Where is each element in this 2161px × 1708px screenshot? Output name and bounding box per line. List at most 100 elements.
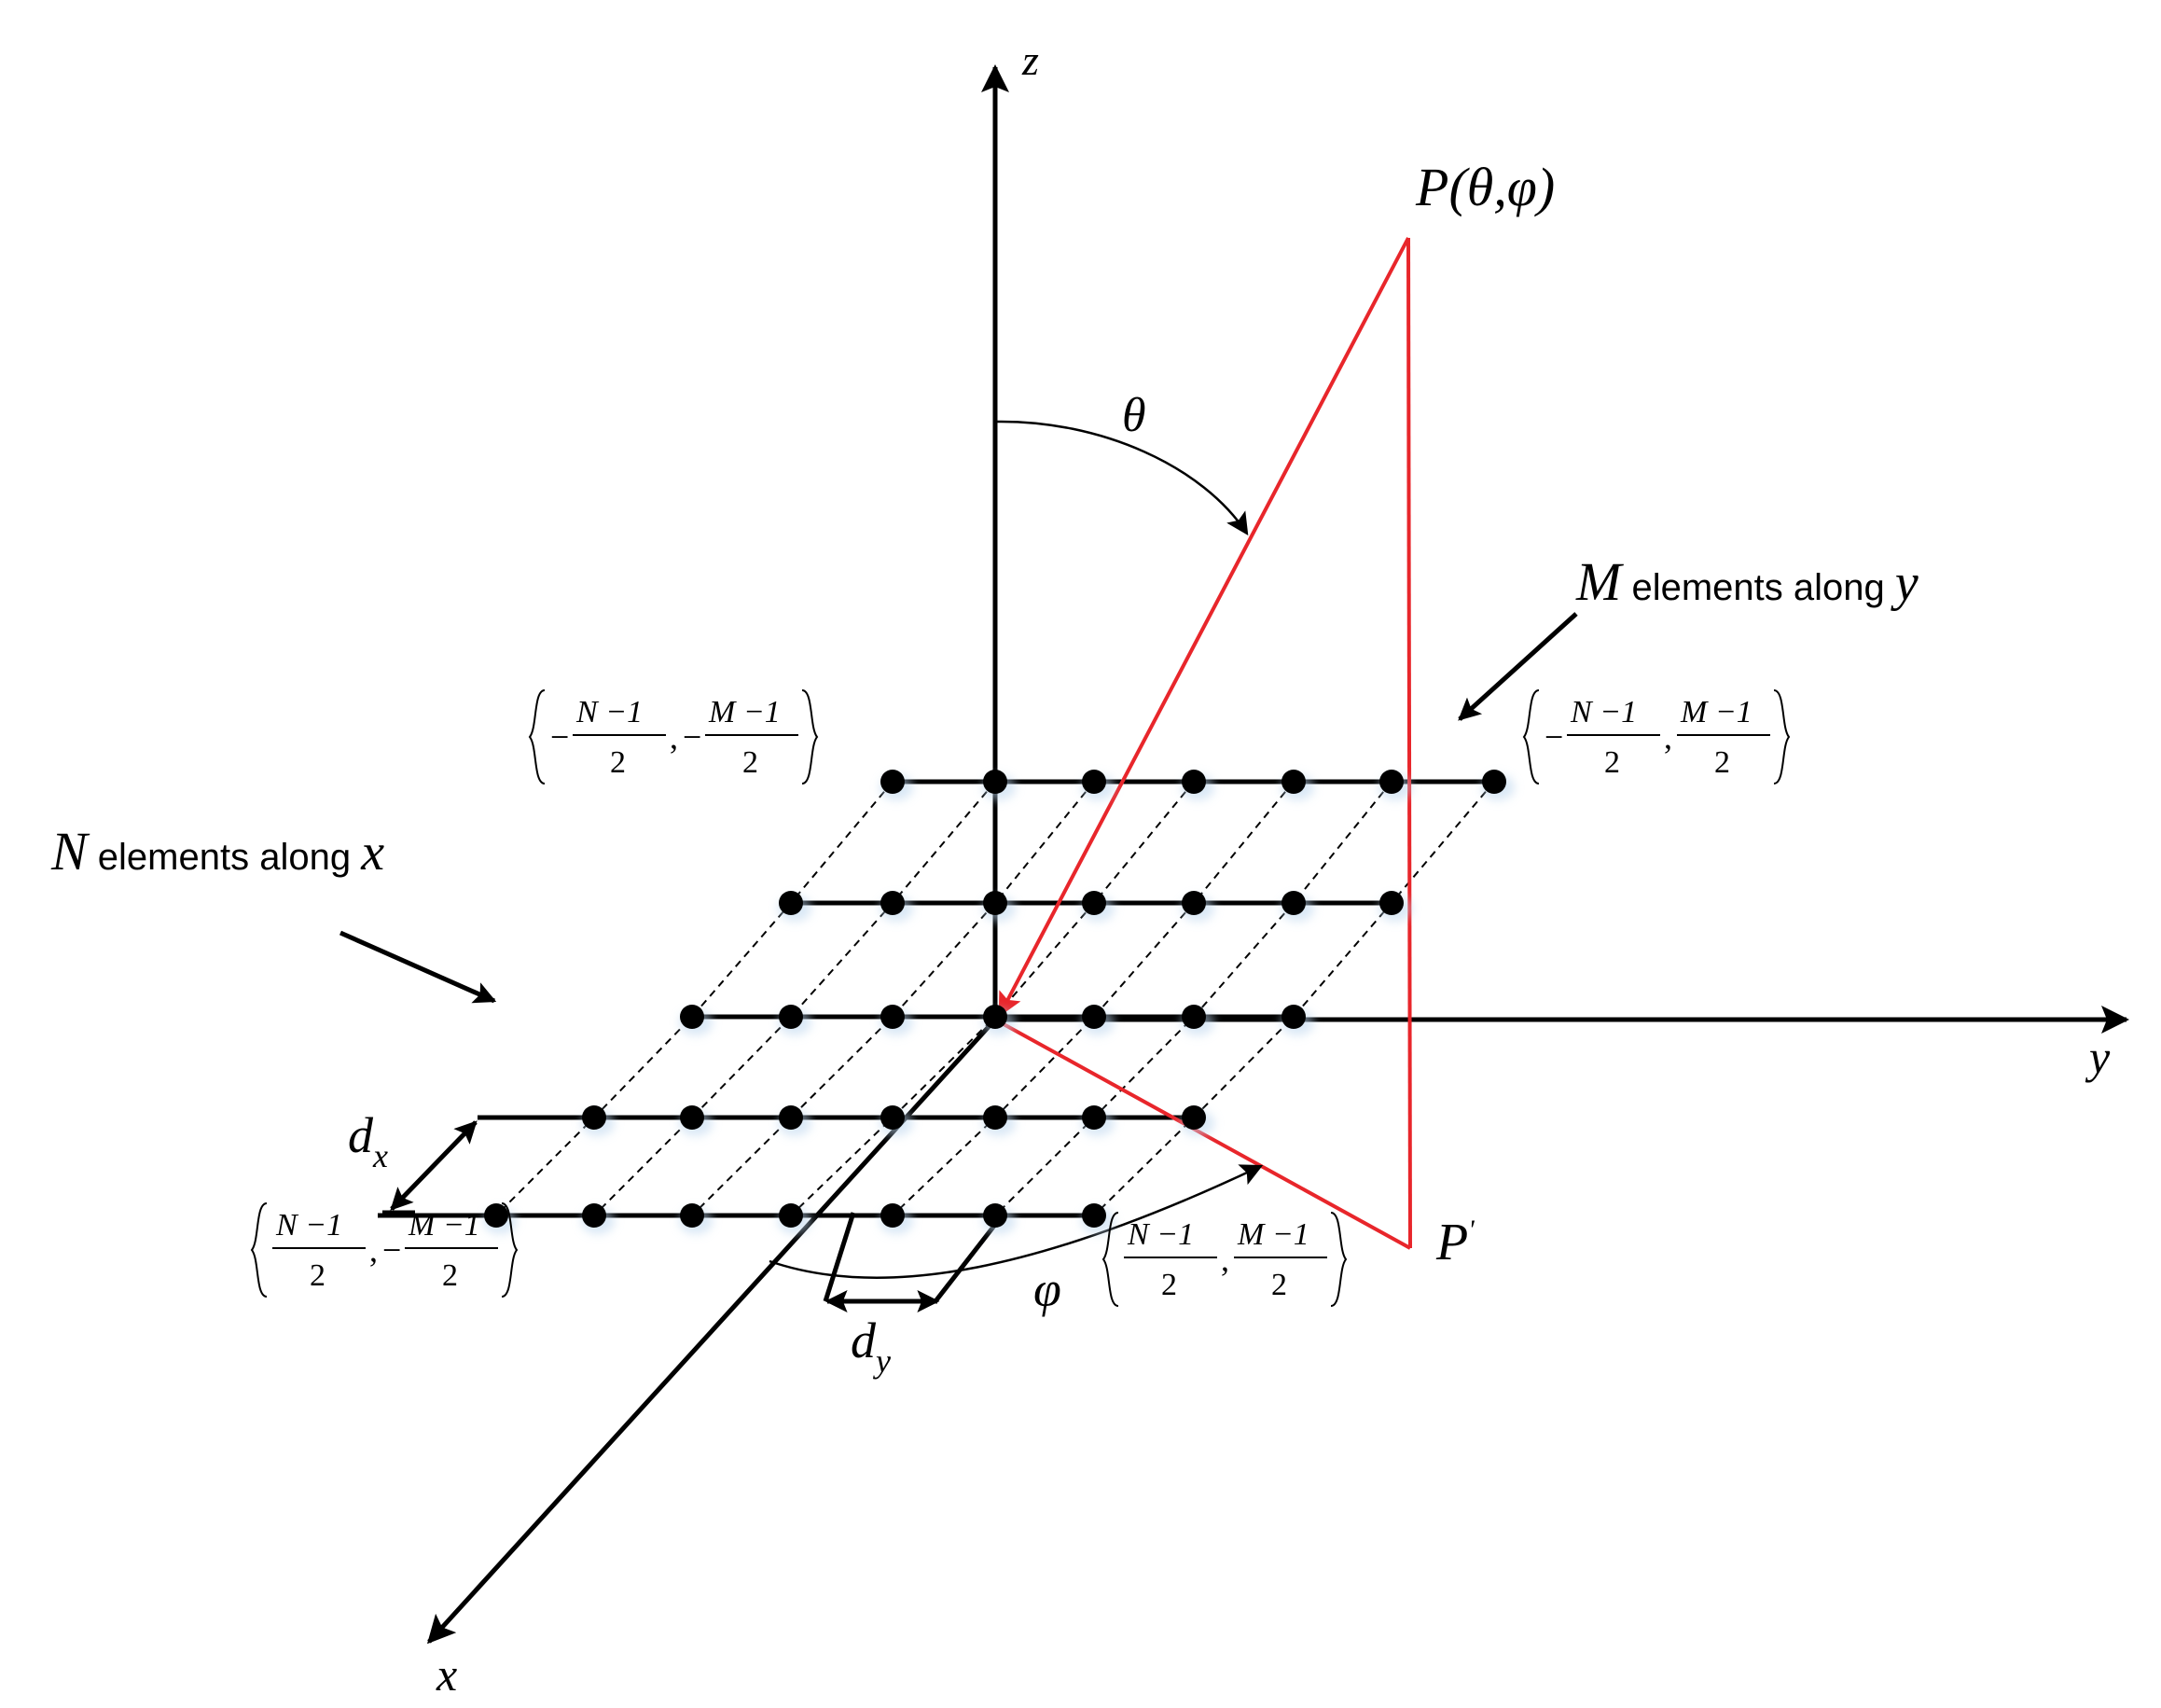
fraction-denominator: 2 xyxy=(310,1258,326,1293)
corner-label-bottom-left: N −1 2,−M −1 2 xyxy=(250,1202,519,1298)
fraction-numerator: M −1 xyxy=(708,695,781,729)
array-element-r2-c4 xyxy=(1082,891,1106,915)
fraction-denominator: 2 xyxy=(1161,1268,1177,1302)
array-element-r5-c2 xyxy=(582,1203,606,1228)
fraction-numerator: N −1 xyxy=(575,695,643,729)
array-elements xyxy=(484,770,1506,1228)
n-pointer-arrow xyxy=(339,930,497,1004)
minus-sign: − xyxy=(1545,718,1563,756)
dx-label: dx xyxy=(348,1107,388,1174)
fraction-numerator: M −1 xyxy=(1237,1217,1309,1252)
array-element-r5-c5 xyxy=(880,1203,905,1228)
array-element-r4-c4 xyxy=(880,1105,905,1130)
left-brace xyxy=(1101,1212,1119,1307)
array-element-r1-c7 xyxy=(1482,770,1506,794)
grid-column-2 xyxy=(593,781,996,1216)
corner-label-bottom-right: N −1 2,M −1 2 xyxy=(1101,1212,1348,1307)
x-axis xyxy=(426,1018,997,1645)
fraction-numerator: M −1 xyxy=(1680,695,1752,729)
grid-column-4 xyxy=(790,781,1195,1216)
array-element-r1-c3 xyxy=(1082,770,1106,794)
point-p-label: P(θ,φ) xyxy=(1415,157,1555,217)
array-element-r5-c4 xyxy=(779,1203,803,1228)
fraction-denominator: 2 xyxy=(442,1258,458,1293)
array-element-r3-c1 xyxy=(680,1005,704,1029)
comma: , xyxy=(1664,718,1672,756)
grid-rows xyxy=(378,779,1494,1218)
right-brace xyxy=(801,689,819,785)
fraction-denominator: 2 xyxy=(1714,745,1730,780)
array-element-r4-c2 xyxy=(680,1105,704,1130)
array-element-r4-c6 xyxy=(1082,1105,1106,1130)
corner-label-top-left: −N −12,−M −12 xyxy=(528,689,819,785)
comma: , xyxy=(1221,1241,1229,1278)
array-element-r2-c6 xyxy=(1281,891,1306,915)
corner-label-top-right: −N −1 2,M −1 2 xyxy=(1522,689,1791,785)
left-brace xyxy=(250,1202,268,1298)
element-glows xyxy=(483,774,1515,1234)
array-element-r2-c2 xyxy=(880,891,905,915)
array-element-r3-c6 xyxy=(1182,1005,1206,1029)
minus-sign: − xyxy=(683,718,701,756)
ray-p-to-origin xyxy=(998,237,1410,1018)
z-axis-label: z xyxy=(1021,36,1039,84)
array-element-r4-c7 xyxy=(1182,1105,1206,1130)
array-element-r4-c1 xyxy=(582,1105,606,1130)
array-element-r2-c3 xyxy=(983,891,1007,915)
theta-arc xyxy=(994,420,1249,536)
array-element-r1-c6 xyxy=(1379,770,1404,794)
right-brace xyxy=(1773,689,1791,785)
array-element-r5-c7 xyxy=(1082,1203,1106,1228)
array-element-r5-c6 xyxy=(983,1203,1007,1228)
array-element-r1-c1 xyxy=(880,770,905,794)
array-element-r5-c3 xyxy=(680,1203,704,1228)
array-element-r3-c5 xyxy=(1082,1005,1106,1029)
array-element-r2-c5 xyxy=(1182,891,1206,915)
minus-sign: − xyxy=(382,1231,401,1269)
minus-sign: − xyxy=(550,718,569,756)
array-element-r5-c1 xyxy=(484,1203,508,1228)
comma: , xyxy=(369,1231,378,1269)
array-element-r3-c4 xyxy=(983,1005,1007,1029)
vertical-projection-line xyxy=(1406,237,1412,1249)
fraction-numerator: M −1 xyxy=(408,1208,480,1243)
grid-column-1 xyxy=(495,781,893,1216)
grid-column-3 xyxy=(691,781,1095,1216)
left-brace xyxy=(1522,689,1540,785)
grid-column-7 xyxy=(1093,781,1495,1216)
right-brace xyxy=(1330,1212,1348,1307)
array-element-r3-c3 xyxy=(880,1005,905,1029)
fraction-numerator: N −1 xyxy=(275,1208,342,1243)
left-brace xyxy=(528,689,546,785)
right-brace xyxy=(501,1202,519,1298)
array-element-r1-c2 xyxy=(983,770,1007,794)
array-element-r3-c2 xyxy=(779,1005,803,1029)
y-axis-label: y xyxy=(2085,1031,2111,1083)
fraction-denominator: 2 xyxy=(742,745,758,780)
m-pointer-arrow xyxy=(1458,612,1578,721)
projection-p-prime-label: P' xyxy=(1435,1214,1475,1271)
fraction-numerator: N −1 xyxy=(1570,695,1637,729)
fraction-denominator: 2 xyxy=(1604,745,1620,780)
dx-spacing-marker xyxy=(382,1115,508,1215)
phi-label: φ xyxy=(1033,1261,1061,1317)
fraction-numerator: N −1 xyxy=(1127,1217,1194,1252)
dy-spacing-marker xyxy=(823,1212,1003,1312)
direction-geometry xyxy=(994,237,1412,1250)
axes xyxy=(426,64,2129,1645)
grid-column-5 xyxy=(892,781,1295,1216)
x-axis-label: x xyxy=(436,1648,457,1701)
n-elements-annotation: N elements along x xyxy=(50,821,384,882)
array-element-r4-c3 xyxy=(779,1105,803,1130)
array-element-r4-c5 xyxy=(983,1105,1007,1130)
array-element-r3-c7 xyxy=(1281,1005,1306,1029)
theta-label: θ xyxy=(1122,389,1146,442)
m-elements-annotation: M elements along y xyxy=(1575,551,1919,612)
array-element-r1-c5 xyxy=(1281,770,1306,794)
fraction-denominator: 2 xyxy=(610,745,626,780)
array-element-r1-c4 xyxy=(1182,770,1206,794)
dy-label: dy xyxy=(851,1312,891,1380)
array-element-r2-c1 xyxy=(779,891,803,915)
fraction-denominator: 2 xyxy=(1271,1268,1287,1302)
